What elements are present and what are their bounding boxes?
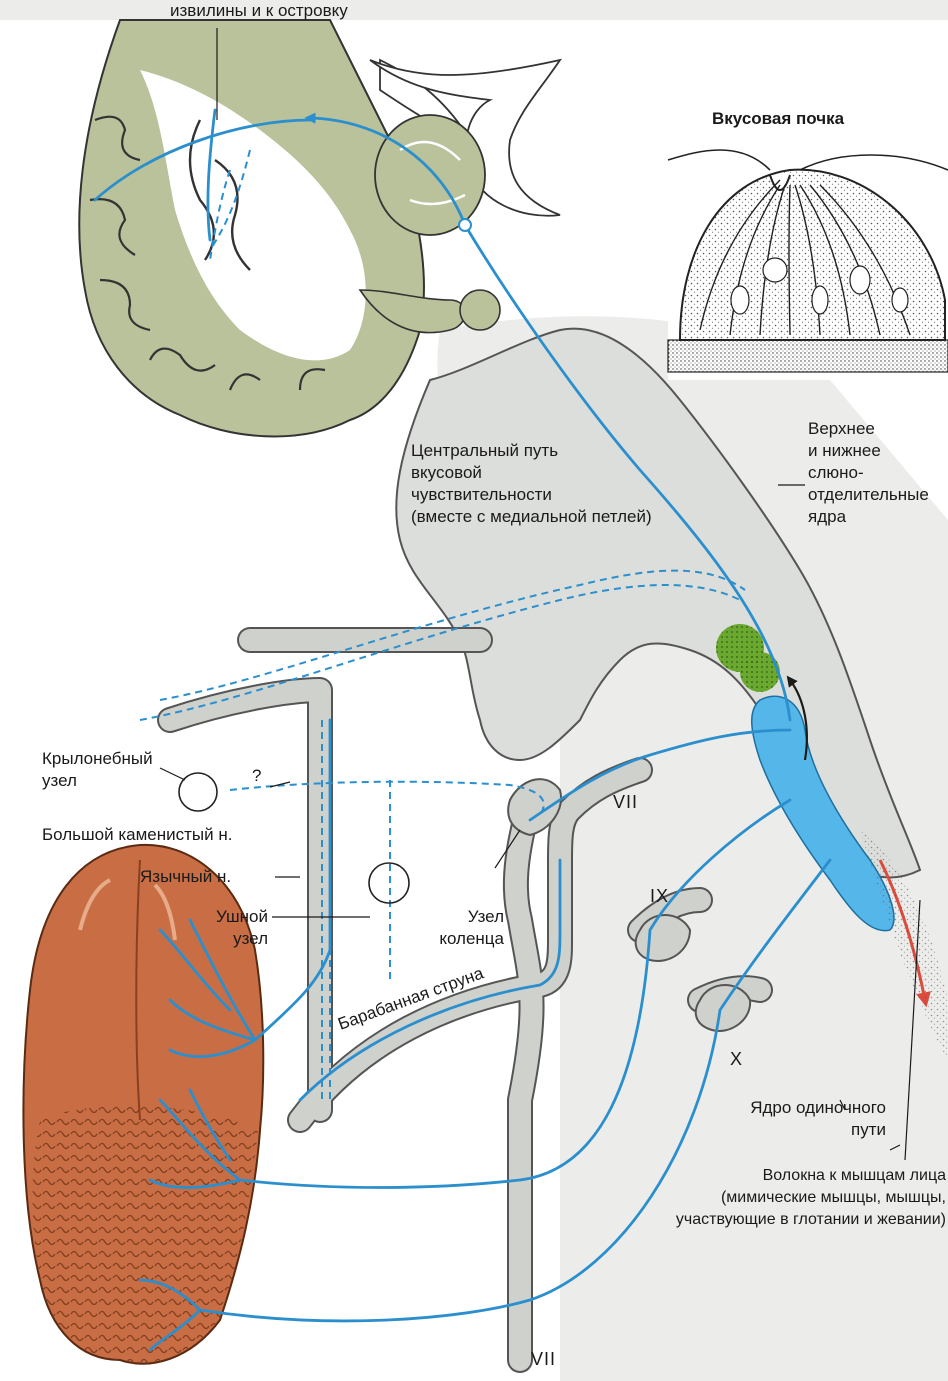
label-solitary-nucleus: Ядро одиночного пути — [700, 1097, 886, 1141]
label-nerve-x: X — [730, 1048, 743, 1070]
label-nerve-ix: IX — [650, 885, 669, 907]
label-taste-bud-title: Вкусовая почка — [712, 108, 844, 130]
label-to-insula: извилины и к островку — [170, 0, 348, 22]
question-mark-icon: ? — [252, 765, 261, 787]
label-nerve-vii-top: VII — [613, 791, 638, 813]
label-facial-muscle-fibers: Волокна к мышцам лица (мимические мышцы,… — [580, 1165, 946, 1231]
brainstem-nucleus — [460, 290, 500, 330]
basal-layer — [668, 340, 948, 372]
label-salivary-nuclei: Верхнее и нижнее слюно- отделительные яд… — [808, 418, 929, 528]
label-lingual-nerve: Язычный н. — [140, 866, 231, 888]
label-greater-petrosal-nerve: Большой каменистый н. — [42, 824, 232, 846]
thalamus — [375, 115, 485, 235]
taste-bud-illustration — [668, 140, 948, 380]
label-central-path: Центральный путь вкусовой чувствительнос… — [411, 440, 652, 528]
label-pterygopalatine-ganglion: Крылонебный узел — [42, 748, 153, 792]
label-otic-ganglion: Ушной узел — [190, 906, 268, 950]
label-geniculate-ganglion: Узел коленца — [420, 906, 504, 950]
label-nerve-vii-bottom: VII — [531, 1348, 556, 1370]
pterygopalatine-ganglion-circle — [179, 773, 217, 811]
